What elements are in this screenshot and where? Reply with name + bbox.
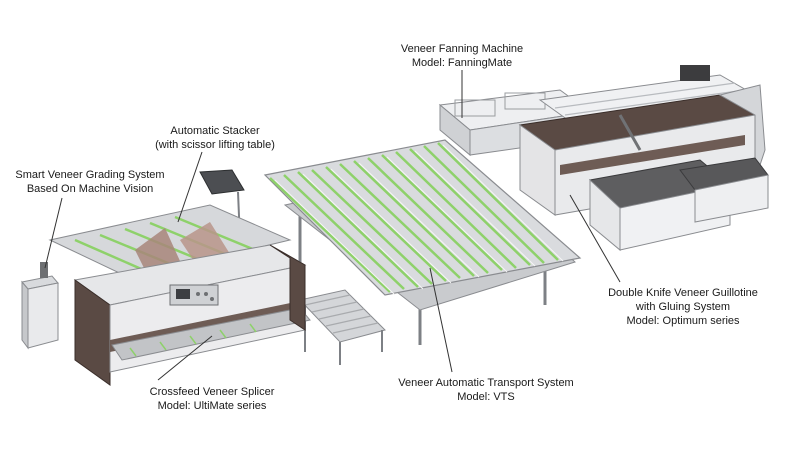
grading-system-note: Based On Machine Vision	[26, 183, 154, 195]
leader-lines	[44, 70, 621, 381]
transport-system	[263, 139, 582, 365]
grading-system-label: Smart Veneer Grading System Based On Mac…	[4, 168, 176, 196]
fanning-machine-label: Veneer Fanning Machine Model: FanningMat…	[370, 42, 554, 70]
grading-system-name: Smart Veneer Grading System	[15, 169, 165, 181]
guillotine-label: Double Knife Veneer Guillotine with Glui…	[592, 286, 774, 328]
splicer-and-stacker	[21, 169, 311, 386]
stacker-note: (with scissor lifting table)	[155, 139, 275, 151]
guillotine-name: Double Knife Veneer Guillotine	[608, 287, 758, 299]
transport-system-name: Veneer Automatic Transport System	[398, 377, 574, 389]
fanning-machine-name: Veneer Fanning Machine	[400, 43, 524, 55]
transport-system-label: Veneer Automatic Transport System Model:…	[378, 376, 594, 404]
transport-system-model: Model: VTS	[457, 391, 515, 403]
fanning-machine-model: Model: FanningMate	[411, 57, 513, 69]
stacker-label: Automatic Stacker (with scissor lifting …	[130, 124, 300, 152]
guillotine-model: Model: Optimum series	[626, 315, 740, 327]
splicer-name: Crossfeed Veneer Splicer	[149, 386, 275, 398]
splicer-model: Model: UltiMate series	[157, 400, 267, 412]
guillotine-machine	[518, 65, 769, 252]
guillotine-note: with Gluing System	[635, 301, 731, 313]
splicer-label: Crossfeed Veneer Splicer Model: UltiMate…	[132, 385, 292, 413]
stacker-name: Automatic Stacker	[170, 125, 260, 137]
